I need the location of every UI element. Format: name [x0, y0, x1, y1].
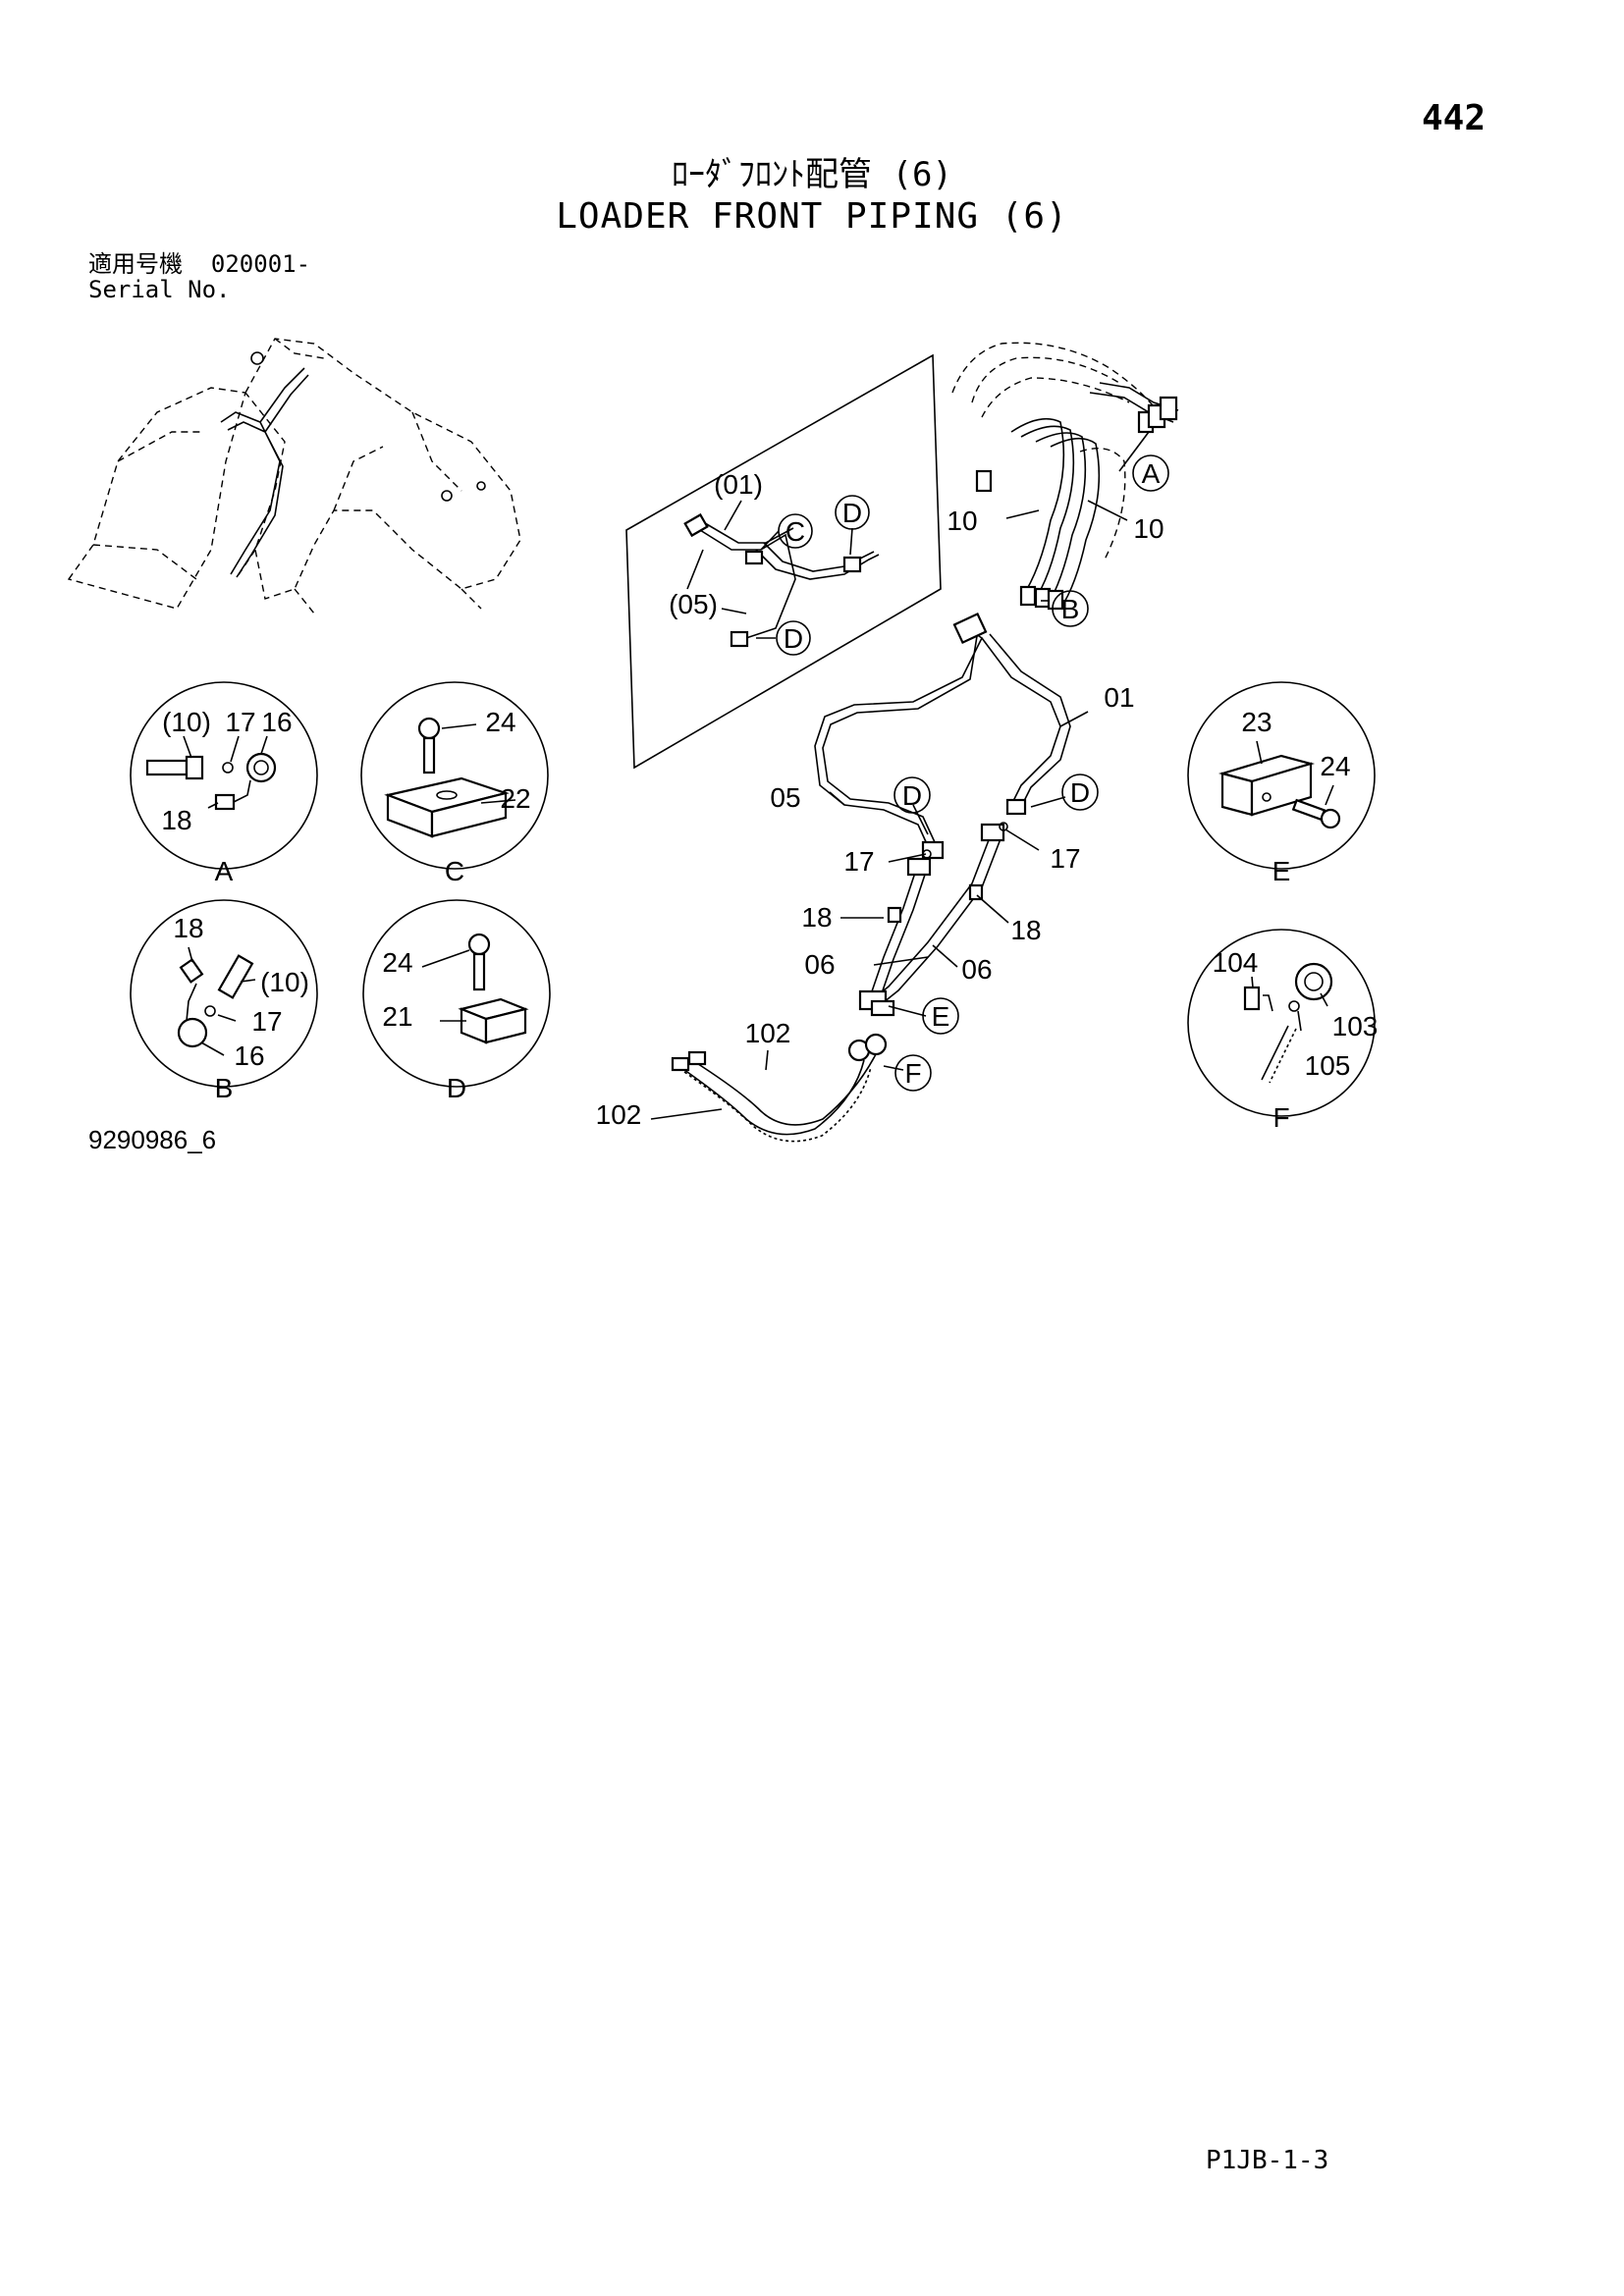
label-17-right: 17	[1050, 843, 1080, 874]
detail-view-d: 24 21 D	[362, 899, 551, 1103]
callout-d-ref-1: D	[893, 776, 931, 814]
label-102-left: 102	[596, 1099, 642, 1130]
label-17-left: 17	[843, 846, 874, 877]
serial-range: 020001-	[210, 250, 311, 278]
callout-d-inset-2: D	[776, 620, 811, 656]
svg-text:B: B	[1061, 594, 1080, 624]
svg-text:24: 24	[382, 947, 412, 978]
svg-text:D: D	[1070, 777, 1090, 808]
serial-label-english: Serial No.	[88, 276, 231, 303]
label-05: 05	[770, 782, 800, 813]
svg-text:16: 16	[234, 1041, 264, 1071]
detail-view-b: 18 (10) 17 16 B	[130, 899, 318, 1103]
svg-text:105: 105	[1305, 1050, 1351, 1081]
label-10-right: 10	[1133, 513, 1164, 544]
svg-text:D: D	[842, 498, 862, 528]
svg-text:17: 17	[225, 707, 255, 737]
svg-text:22: 22	[500, 783, 530, 814]
machine-overview-sketch	[67, 338, 521, 614]
svg-text:23: 23	[1241, 707, 1272, 737]
hose-bundle-upper	[951, 342, 1179, 611]
serial-block: 適用号機 020001- Serial No.	[88, 251, 310, 302]
svg-text:C: C	[445, 856, 464, 886]
drawing-number: 9290986_6	[88, 1125, 217, 1154]
page-number: 442	[1422, 98, 1487, 138]
page-code: P1JB-1-3	[1206, 2146, 1329, 2175]
detail-view-c: 24 22 C	[360, 681, 549, 886]
callout-d-inset-1: D	[835, 495, 870, 530]
svg-text:A: A	[1142, 458, 1161, 489]
svg-text:(10): (10)	[162, 707, 211, 737]
callout-d-ref-2: D	[1061, 774, 1099, 811]
inset-panel	[625, 353, 942, 770]
svg-text:24: 24	[1320, 751, 1350, 781]
callout-e-ref: E	[922, 997, 959, 1035]
main-piping-assembly	[814, 612, 1071, 1017]
svg-text:16: 16	[261, 707, 292, 737]
callout-f-ref: F	[894, 1054, 932, 1092]
svg-text:18: 18	[161, 805, 191, 835]
label-10-left: 10	[947, 506, 977, 536]
svg-text:D: D	[902, 780, 922, 811]
detail-view-e: 23 24 E	[1187, 681, 1376, 886]
page-title-english: LOADER FRONT PIPING (6)	[556, 196, 1068, 237]
svg-text:18: 18	[173, 913, 203, 943]
svg-text:D: D	[784, 623, 803, 654]
svg-text:E: E	[932, 1001, 950, 1032]
page-title-japanese: ﾛｰﾀﾞﾌﾛﾝﾄ配管 (6)	[672, 155, 952, 194]
svg-text:24: 24	[485, 707, 515, 737]
label-01-inset: (01)	[714, 469, 763, 500]
svg-text:E: E	[1272, 856, 1291, 886]
label-01: 01	[1104, 682, 1134, 713]
svg-text:17: 17	[251, 1006, 282, 1037]
detail-view-f: 104 103 105 F	[1187, 929, 1379, 1133]
callout-a-ref: A	[1132, 454, 1169, 492]
svg-text:A: A	[215, 856, 234, 886]
label-102-top: 102	[745, 1018, 791, 1048]
detail-view-a: (10) 17 16 18 A	[130, 681, 318, 886]
svg-text:103: 103	[1332, 1011, 1379, 1041]
svg-text:F: F	[1272, 1102, 1289, 1133]
label-06-left: 06	[804, 949, 835, 980]
svg-text:C: C	[785, 516, 805, 547]
svg-text:(10): (10)	[260, 967, 309, 997]
svg-text:21: 21	[382, 1001, 412, 1032]
label-18-right: 18	[1010, 915, 1041, 945]
callout-c-inset: C	[778, 513, 813, 549]
hose-102	[671, 1033, 888, 1143]
svg-text:104: 104	[1213, 947, 1259, 978]
label-06-right: 06	[961, 954, 992, 985]
callout-leaders	[650, 431, 1150, 1120]
callout-b-ref: B	[1052, 590, 1089, 627]
label-05-inset: (05)	[669, 589, 718, 619]
svg-text:F: F	[904, 1058, 921, 1089]
svg-text:D: D	[447, 1073, 466, 1103]
serial-label-japanese: 適用号機	[88, 250, 183, 278]
svg-text:B: B	[215, 1073, 234, 1103]
label-18-left: 18	[801, 902, 832, 933]
